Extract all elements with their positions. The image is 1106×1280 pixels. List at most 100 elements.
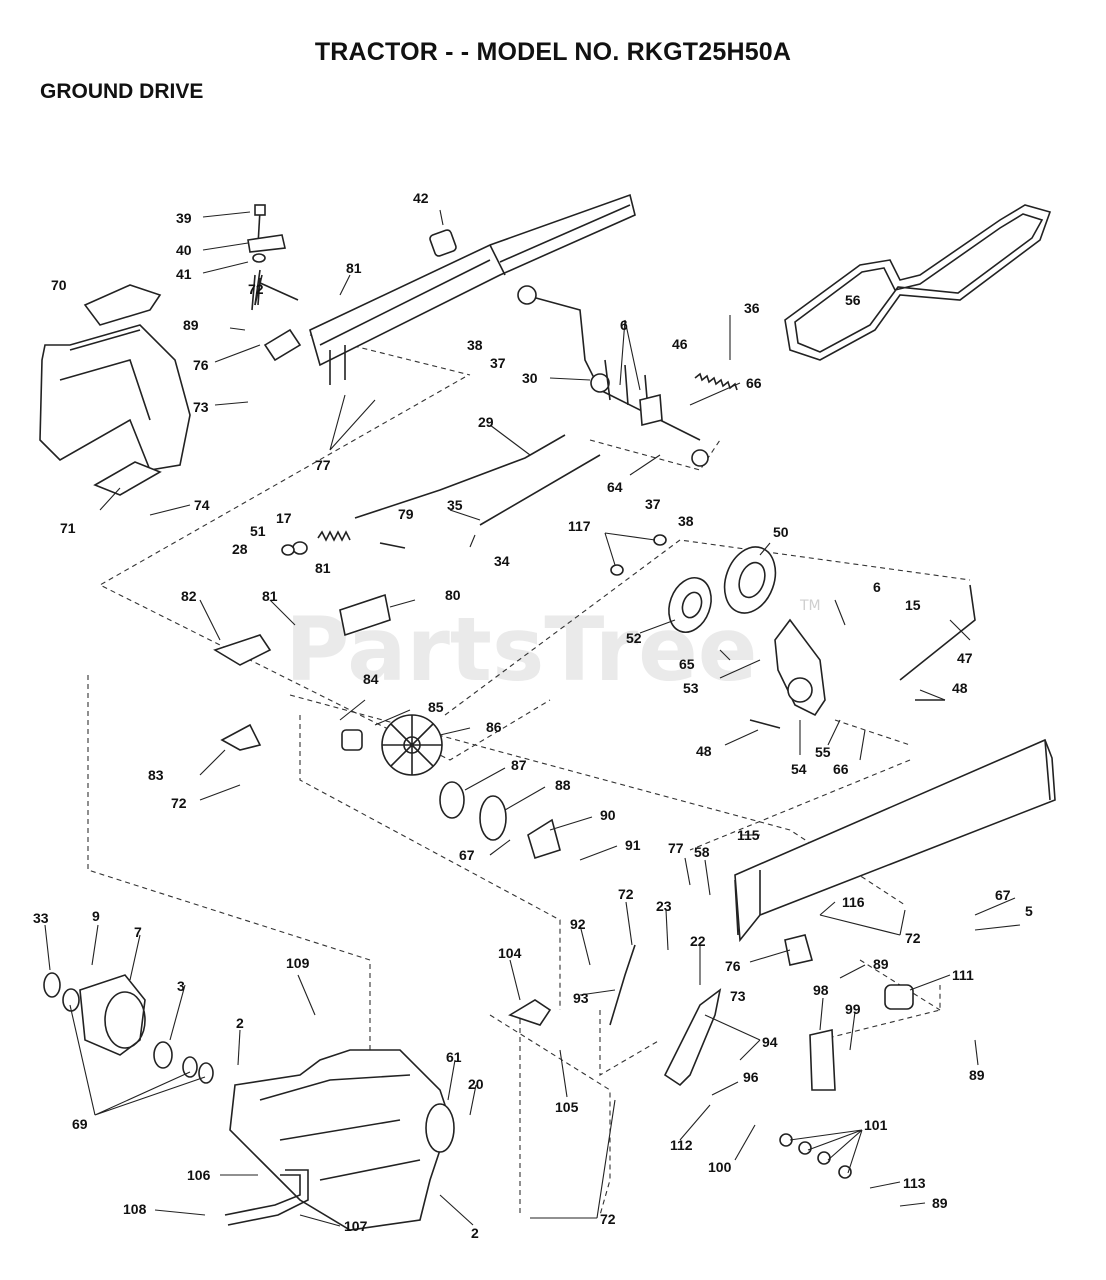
callout-20: 20 (468, 1076, 484, 1092)
bolt-73-upper (254, 274, 263, 306)
callout-83: 83 (148, 767, 164, 783)
callout-5: 5 (1025, 903, 1033, 919)
callout-9: 9 (92, 908, 100, 924)
callout-113: 113 (903, 1175, 926, 1191)
callout-89: 89 (873, 956, 889, 972)
washer-117b (610, 564, 624, 576)
callout-82: 82 (181, 588, 197, 604)
callout-52: 52 (626, 630, 642, 646)
callout-50: 50 (773, 524, 789, 540)
bracket-76-lower (784, 934, 813, 966)
callout-72: 72 (905, 930, 921, 946)
callout-79: 79 (398, 506, 414, 522)
bushing-54 (787, 677, 813, 703)
callout-89: 89 (969, 1067, 985, 1083)
callout-40: 40 (176, 242, 192, 258)
callout-70: 70 (51, 277, 67, 293)
callout-81: 81 (346, 260, 362, 276)
callout-labels: 39 40 41 42 70 72 81 89 76 73 77 38 37 6… (33, 190, 1033, 1241)
callout-67: 67 (459, 847, 475, 863)
bracket-83 (220, 723, 262, 751)
callout-77: 77 (315, 457, 331, 473)
callout-106: 106 (187, 1167, 211, 1183)
rod-35 (479, 454, 601, 526)
callout-65: 65 (679, 656, 695, 672)
bracket-80 (339, 593, 391, 637)
callout-71: 71 (60, 520, 76, 536)
spring-17 (317, 530, 351, 542)
callout-109: 109 (286, 955, 310, 971)
shift-plate-70 (83, 284, 162, 326)
callout-54: 54 (791, 761, 807, 777)
idler-pulley-50 (723, 546, 777, 614)
callout-17: 17 (276, 510, 292, 526)
hood-body (39, 324, 191, 471)
callout-56: 56 (845, 292, 861, 308)
callout-37: 37 (645, 496, 661, 512)
callout-53: 53 (683, 680, 699, 696)
cooling-fan-86 (381, 714, 443, 776)
linkage-93 (609, 944, 636, 1026)
callout-69: 69 (72, 1116, 88, 1132)
callout-41: 41 (176, 266, 192, 282)
callout-115: 115 (737, 827, 760, 843)
callout-72: 72 (248, 281, 264, 297)
callout-2: 2 (471, 1225, 479, 1241)
callout-7: 7 (134, 924, 142, 940)
callout-87: 87 (511, 757, 527, 773)
callout-46: 46 (672, 336, 688, 352)
callout-104: 104 (498, 945, 522, 961)
callout-58: 58 (694, 844, 710, 860)
washer-3 (153, 1041, 173, 1069)
callout-74: 74 (194, 497, 210, 513)
callout-72: 72 (618, 886, 634, 902)
callout-15: 15 (905, 597, 921, 613)
bracket-82 (213, 634, 272, 666)
pulley-61 (425, 1103, 455, 1153)
bushing-42 (429, 229, 457, 257)
callout-51: 51 (250, 523, 266, 539)
callout-66: 66 (746, 375, 762, 391)
callout-29: 29 (478, 414, 494, 430)
callout-101: 101 (864, 1117, 888, 1133)
callout-108: 108 (123, 1201, 147, 1217)
callout-73: 73 (193, 399, 209, 415)
callout-22: 22 (690, 933, 706, 949)
callout-86: 86 (486, 719, 502, 735)
upper-frame-rail (309, 193, 636, 385)
callout-96: 96 (743, 1069, 759, 1085)
washer-101c (817, 1151, 831, 1165)
washer-101b (798, 1141, 812, 1155)
rod-47 (899, 584, 976, 681)
callout-35: 35 (447, 497, 463, 513)
plate-71 (93, 461, 162, 496)
callout-64: 64 (607, 479, 623, 495)
section-title: GROUND DRIVE (40, 80, 204, 103)
bracket-98 (809, 1029, 836, 1091)
watermark-trademark: TM (799, 598, 821, 614)
callout-42: 42 (413, 190, 429, 206)
drive-belt-56 (784, 204, 1052, 361)
nut-51 (292, 541, 308, 555)
callout-100: 100 (708, 1159, 732, 1175)
callout-48: 48 (696, 743, 712, 759)
callout-98: 98 (813, 982, 829, 998)
plate-90 (527, 818, 561, 860)
callout-66: 66 (833, 761, 849, 777)
callout-85: 85 (428, 699, 444, 715)
callout-111: 111 (952, 967, 974, 983)
callout-107: 107 (344, 1218, 368, 1234)
washer-117a (653, 534, 667, 546)
callout-99: 99 (845, 1001, 861, 1017)
callout-76: 76 (725, 958, 741, 974)
washer-69b (182, 1056, 198, 1078)
callout-94: 94 (762, 1034, 778, 1050)
callout-3: 3 (177, 978, 185, 994)
callout-73: 73 (730, 988, 746, 1004)
pulley-87 (439, 781, 465, 819)
callout-81: 81 (315, 560, 331, 576)
assembly-guide-lines (87, 334, 971, 1216)
callout-81: 81 (262, 588, 278, 604)
callout-84: 84 (363, 671, 379, 687)
callout-2: 2 (236, 1015, 244, 1031)
